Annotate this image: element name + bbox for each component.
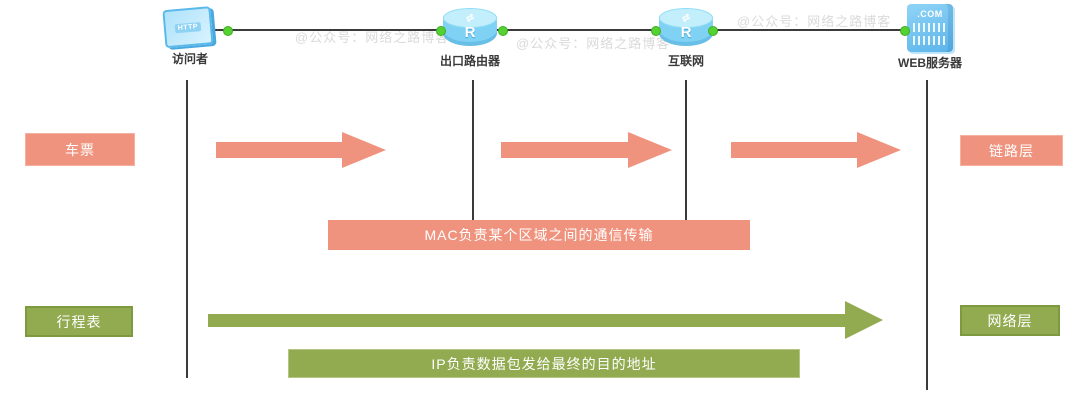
arrow-head (845, 301, 883, 339)
ip-description-banner: IP负责数据包发给最终的目的地址 (288, 349, 800, 378)
router-letter: R (464, 24, 476, 41)
router-arrows-glyph: ⇄ (679, 11, 693, 25)
badge-ticket: 车票 (25, 133, 135, 166)
device-client: HTTP 访问者 (150, 6, 230, 67)
arrow-shaft (501, 142, 628, 158)
server-grille (913, 36, 947, 45)
device-label-client: 访问者 (171, 52, 208, 66)
watermark-text: @公众号：网络之路博客 (516, 36, 671, 51)
watermark-text: @公众号：网络之路博客 (295, 30, 450, 45)
link-endpoint-dot (436, 26, 446, 36)
guide-line-internet (685, 80, 687, 220)
device-web-server: .COM WEB服务器 (890, 4, 970, 71)
router-letter: R (680, 24, 692, 41)
device-label-exit-router: 出口路由器 (439, 54, 500, 68)
mac-hop-arrow-1 (216, 132, 386, 168)
mac-hop-arrow-2 (501, 132, 672, 168)
client-screen-text: HTTP (174, 21, 202, 33)
arrow-head (857, 132, 901, 168)
device-internet: ⇄ R 互联网 (646, 8, 726, 69)
router-icon: ⇄ R (443, 8, 497, 50)
mac-description-banner: MAC负责某个区域之间的通信传输 (328, 220, 750, 250)
router-icon: ⇄ R (659, 8, 713, 50)
server-com-text: .COM (917, 9, 943, 19)
link-endpoint-dot (900, 26, 910, 36)
link-endpoint-dot (651, 26, 661, 36)
guide-line-exit-router (472, 80, 474, 220)
ip-end-to-end-arrow (208, 301, 883, 339)
arrow-head (628, 132, 672, 168)
link-endpoint-dot (498, 26, 508, 36)
device-exit-router: ⇄ R 出口路由器 (425, 8, 515, 69)
guide-line-web-server (926, 80, 928, 390)
router-arrows-glyph: ⇄ (463, 11, 477, 25)
arrow-shaft (731, 142, 857, 158)
client-computer-icon: HTTP (162, 6, 217, 50)
badge-itinerary: 行程表 (25, 306, 133, 337)
arrow-shaft (208, 313, 845, 327)
topology-link-line (212, 29, 906, 31)
link-endpoint-dot (223, 26, 233, 36)
watermark-text: @公众号：网络之路博客 (737, 14, 892, 29)
arrow-head (342, 132, 386, 168)
badge-link-layer: 链路层 (960, 135, 1063, 166)
guide-line-client (186, 80, 188, 378)
badge-network-layer: 网络层 (960, 305, 1060, 336)
server-grille (913, 23, 947, 32)
mac-hop-arrow-3 (731, 132, 901, 168)
web-server-icon: .COM (907, 4, 953, 52)
link-endpoint-dot (708, 26, 718, 36)
device-label-internet: 互联网 (667, 54, 704, 68)
arrow-shaft (216, 142, 342, 158)
device-label-web-server: WEB服务器 (898, 56, 962, 70)
